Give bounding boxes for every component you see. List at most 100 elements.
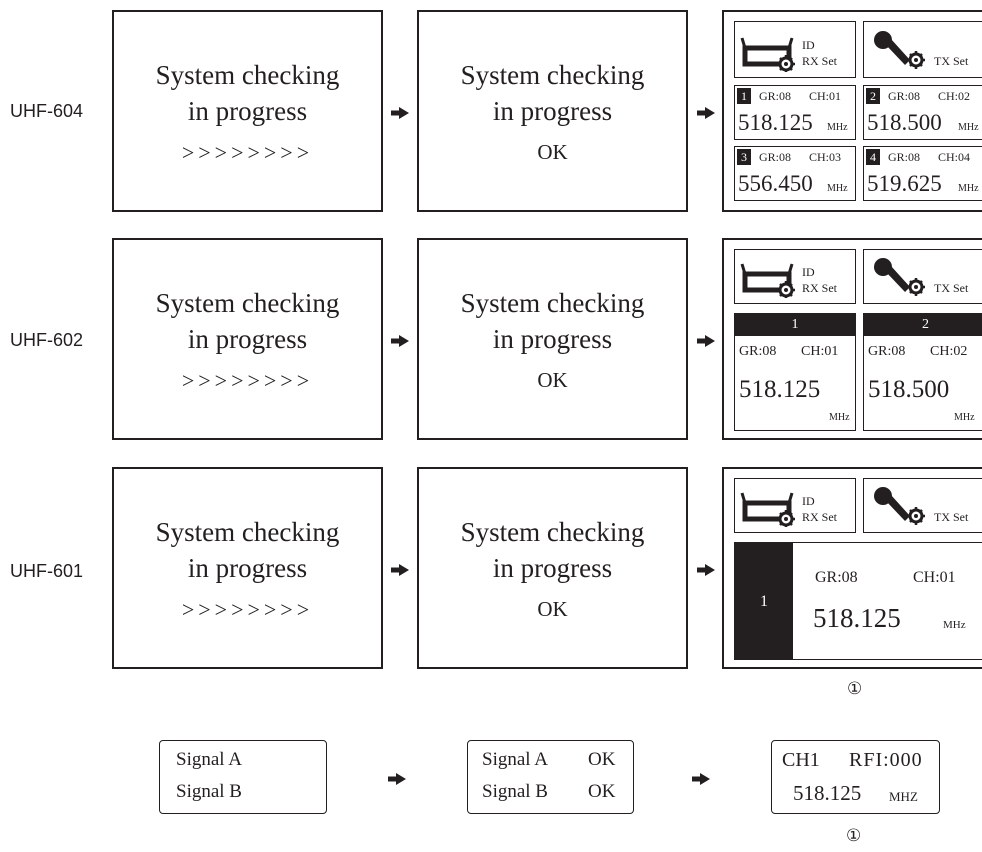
group-label: GR:08 — [759, 89, 792, 103]
tx-set-menu-box: TX Set — [863, 478, 982, 533]
right-arrow-icon — [697, 107, 715, 119]
boot-progress: >>>>>>>> — [181, 368, 314, 393]
channel-label: CH:02 — [938, 89, 971, 103]
group-label: GR:08 — [888, 150, 921, 164]
channel-box-2: 2 GR:08 CH:02 518.500 MHz — [863, 313, 982, 431]
frequency-value: 518.500 — [867, 110, 942, 135]
home-screen-uhf-602: ID RX Set TX Set 1 GR:08 CH:01 518.125 M… — [722, 238, 982, 440]
channel-label: CH:01 — [801, 344, 839, 359]
right-arrow-icon — [697, 564, 715, 576]
group-label: GR:08 — [759, 150, 792, 164]
channel-number-block: 1 — [735, 543, 793, 659]
microphone-gear-icon — [872, 486, 928, 526]
channel-number: 1 — [760, 593, 768, 610]
callout-marker: ① — [846, 826, 862, 846]
boot-screen-ok: System checking in progress OK — [417, 467, 688, 669]
boot-line-1: System checking — [460, 517, 645, 547]
model-label-uhf-601: UHF-601 — [10, 561, 84, 581]
boot-line-2: in progress — [187, 324, 308, 354]
boot-line-1: System checking — [155, 288, 340, 318]
home-screen-uhf-604: ID RX Set TX Set 1 GR:08 CH:01 518.125 M… — [722, 10, 982, 212]
signal-screen-ok: Signal A OK Signal B OK — [467, 740, 634, 814]
channel-box-2: 2 GR:08 CH:02 518.500 MHz — [863, 85, 982, 140]
boot-line-2: in progress — [187, 96, 308, 126]
channel-label: CH:01 — [913, 569, 956, 586]
right-arrow-icon — [391, 335, 409, 347]
id-label: ID — [802, 494, 815, 508]
tx-set-menu-box: TX Set — [863, 249, 982, 304]
frequency-unit: MHz — [954, 412, 975, 423]
boot-ok: OK — [537, 597, 568, 621]
signal-screen-result: CH1 RFI:000 518.125 MHZ — [771, 740, 940, 814]
frequency-unit: MHz — [958, 183, 979, 194]
boot-line-2: in progress — [492, 553, 613, 583]
tx-set-label: TX Set — [934, 54, 969, 68]
signal-b-ok: OK — [588, 781, 616, 802]
rx-set-label: RX Set — [802, 281, 838, 295]
signal-b-label: Signal B — [482, 781, 548, 802]
channel-label: CH:03 — [809, 150, 842, 164]
boot-ok: OK — [537, 140, 568, 164]
tx-set-menu-box: TX Set — [863, 21, 982, 78]
boot-line-1: System checking — [155, 517, 340, 547]
microphone-gear-icon — [872, 30, 928, 70]
channel-number-badge: 2 — [866, 88, 880, 104]
frequency-unit: MHz — [943, 619, 966, 631]
channel-box-3: 3 GR:08 CH:03 556.450 MHz — [734, 146, 856, 201]
channel-label: CH:04 — [938, 150, 971, 164]
boot-line-2: in progress — [492, 324, 613, 354]
right-arrow-icon — [697, 335, 715, 347]
frequency-value: 518.125 — [793, 781, 862, 805]
model-label-uhf-604: UHF-604 — [10, 101, 84, 121]
signal-screen-checking: Signal A Signal B — [159, 740, 327, 814]
receiver-gear-icon — [740, 32, 796, 72]
signal-a-ok: OK — [588, 749, 616, 770]
boot-screen-ok: System checking in progress OK — [417, 10, 688, 212]
frequency-unit: MHZ — [889, 789, 918, 804]
right-arrow-icon — [391, 107, 409, 119]
receiver-gear-icon — [740, 487, 796, 527]
boot-line-1: System checking — [155, 60, 340, 90]
tx-set-label: TX Set — [934, 510, 969, 524]
boot-line-2: in progress — [187, 553, 308, 583]
channel-box-1: 1 GR:08 CH:01 518.125 MHz — [734, 313, 856, 431]
boot-progress: >>>>>>>> — [181, 597, 314, 622]
rx-set-menu-box: ID RX Set — [734, 478, 856, 533]
rx-set-menu-box: ID RX Set — [734, 21, 856, 78]
microphone-gear-icon — [872, 257, 928, 297]
group-label: GR:08 — [888, 89, 921, 103]
channel-box-1: 1 GR:08 CH:01 518.125 MHz — [734, 85, 856, 140]
signal-a-label: Signal A — [176, 749, 242, 770]
frequency-value: 518.125 — [813, 603, 901, 633]
signal-a-label: Signal A — [482, 749, 548, 770]
callout-marker: ① — [847, 679, 863, 699]
boot-screen-ok: System checking in progress OK — [417, 238, 688, 440]
channel-label: CH:01 — [809, 89, 842, 103]
group-label: GR:08 — [868, 344, 906, 359]
id-label: ID — [802, 38, 815, 52]
rx-set-menu-box: ID RX Set — [734, 249, 856, 304]
rfi-label: RFI:000 — [849, 749, 923, 771]
frequency-value: 518.125 — [739, 376, 821, 403]
boot-screen-checking: System checking in progress >>>>>>>> — [112, 467, 383, 669]
channel-number-bar: 1 — [735, 314, 855, 336]
frequency-value: 519.625 — [867, 171, 942, 196]
boot-line-2: in progress — [492, 96, 613, 126]
tx-set-label: TX Set — [934, 281, 969, 295]
channel-number-badge: 4 — [866, 149, 880, 165]
right-arrow-icon — [388, 773, 406, 785]
frequency-unit: MHz — [827, 122, 848, 133]
channel-number-badge: 1 — [737, 88, 751, 104]
channel-box-1: 1 GR:08 CH:01 518.125 MHz — [734, 542, 982, 660]
boot-screen-checking: System checking in progress >>>>>>>> — [112, 238, 383, 440]
group-label: GR:08 — [739, 344, 777, 359]
receiver-gear-icon — [740, 258, 796, 298]
rx-set-label: RX Set — [802, 510, 838, 524]
boot-screen-checking: System checking in progress >>>>>>>> — [112, 10, 383, 212]
boot-line-1: System checking — [460, 288, 645, 318]
frequency-unit: MHz — [829, 412, 850, 423]
boot-ok: OK — [537, 368, 568, 392]
channel-label: CH:02 — [930, 344, 968, 359]
frequency-value: 518.125 — [738, 110, 813, 135]
frequency-unit: MHz — [958, 122, 979, 133]
